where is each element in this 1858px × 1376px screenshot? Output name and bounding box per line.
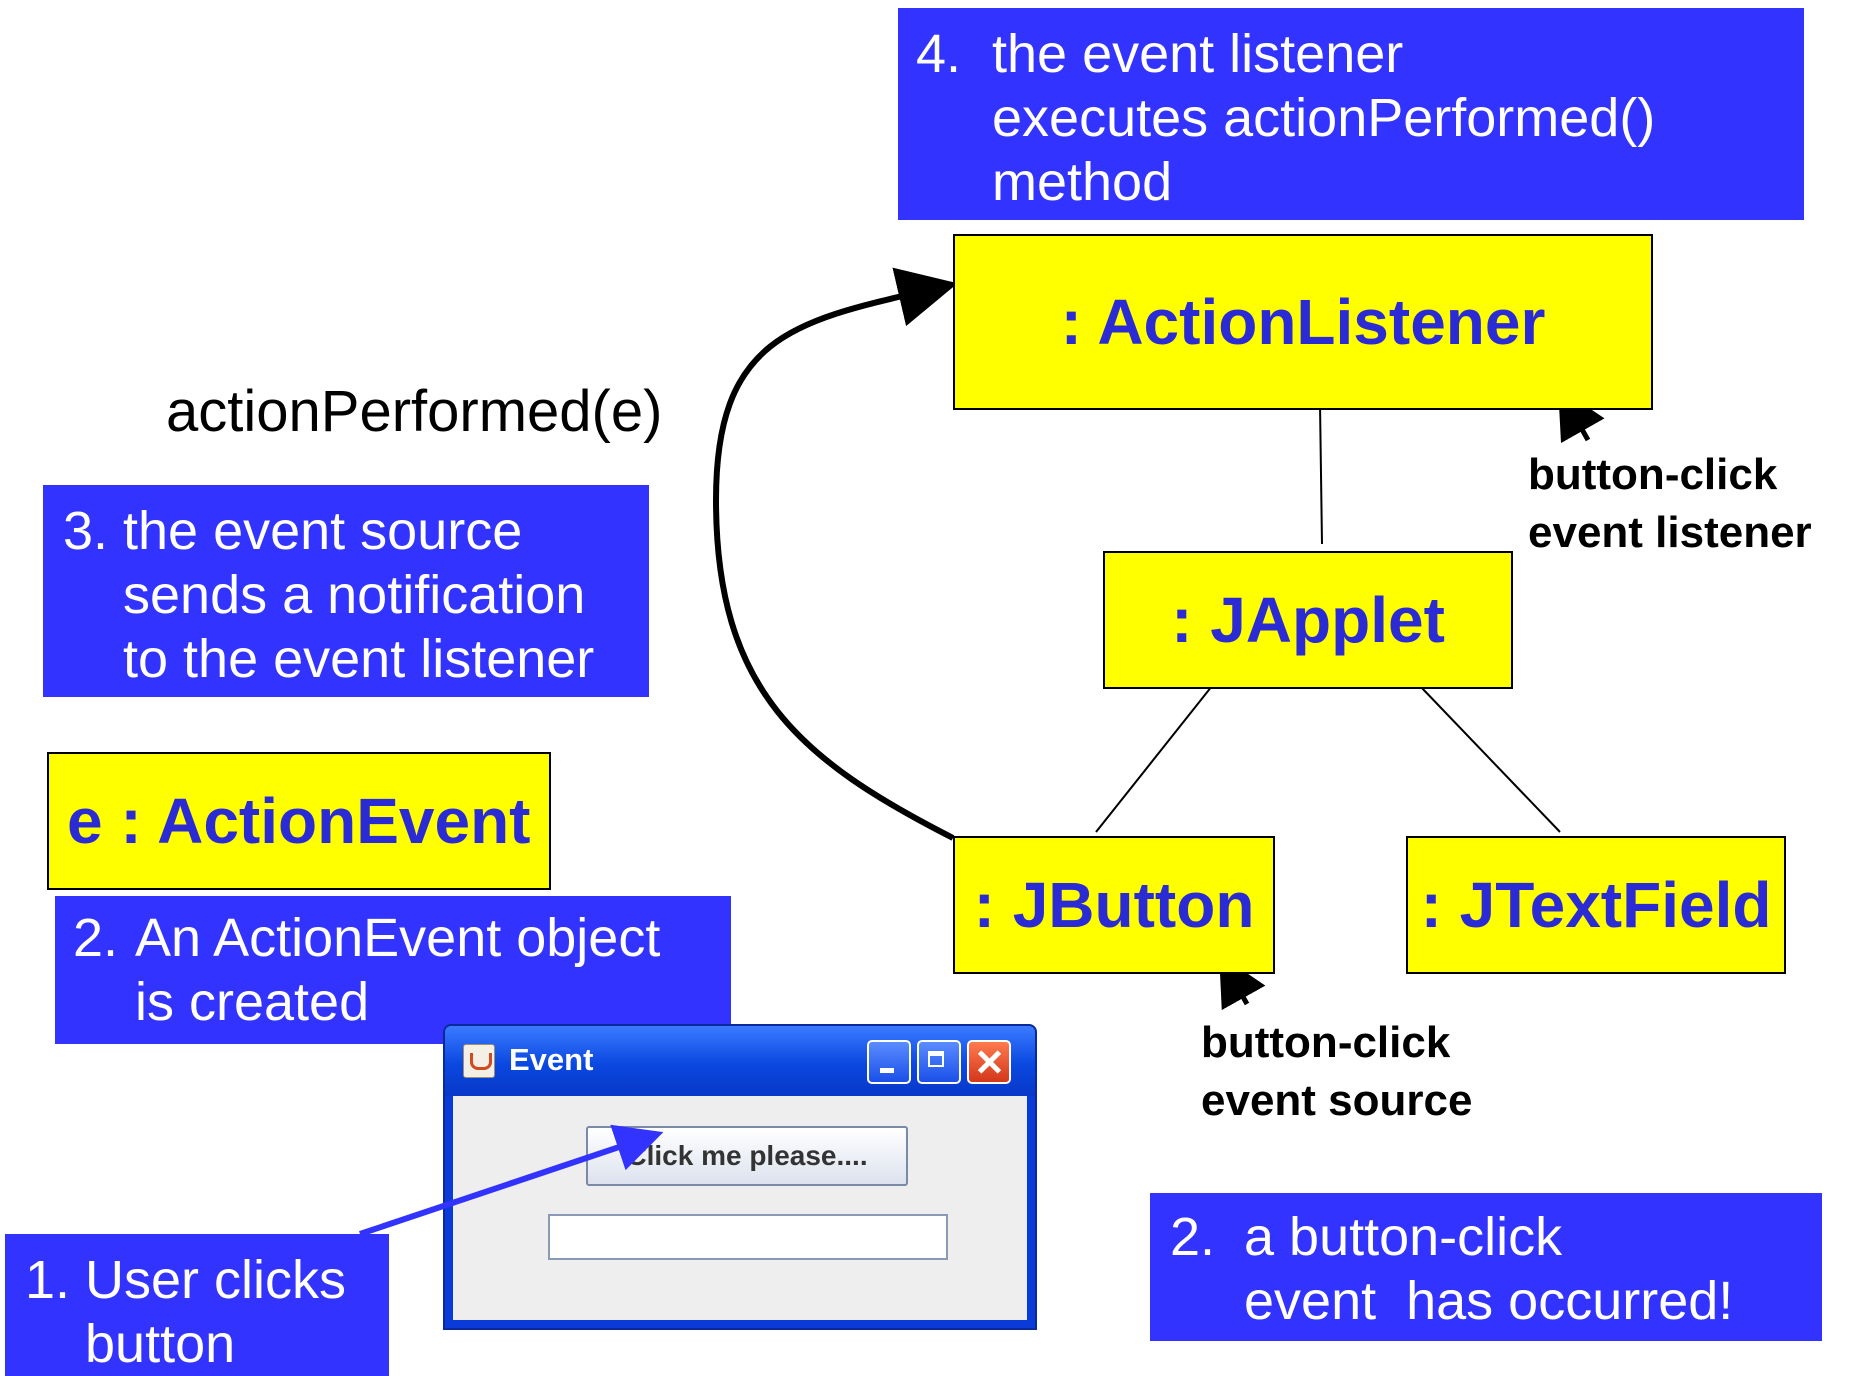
action-event-object: e : ActionEvent [47, 752, 551, 890]
listener-caption: button-click event listener [1528, 446, 1812, 562]
step4-line2: executes actionPerformed() [992, 88, 1656, 148]
listener-caption-line1: button-click [1528, 450, 1778, 499]
step3-number: 3. [63, 501, 109, 561]
window-title: Event [509, 1042, 594, 1077]
step1-line2: button [85, 1314, 236, 1374]
link-listener-applet [1319, 403, 1323, 545]
step4-line3: method [992, 152, 1173, 212]
action-listener-object: : ActionListener [953, 234, 1653, 410]
close-icon[interactable] [967, 1040, 1011, 1084]
minimize-icon[interactable] [867, 1040, 911, 1084]
action-event-label: e : ActionEvent [67, 785, 531, 857]
step2-click-line1-row: 2. a button-click [1170, 1205, 1822, 1269]
jtextfield-label: : JTextField [1420, 869, 1772, 941]
text-field[interactable] [548, 1214, 948, 1260]
window-titlebar[interactable]: Event [445, 1026, 1035, 1096]
step1-line1-row: 1.User clicks [25, 1248, 389, 1312]
step2-click-box: 2. a button-click event has occurred! [1150, 1193, 1822, 1341]
source-caption-line1: button-click [1201, 1018, 1451, 1067]
step1-line1: User clicks [85, 1250, 347, 1310]
step2-click-number: 2. [1170, 1207, 1216, 1267]
action-performed-arrow [712, 267, 958, 841]
japplet-label: : JApplet [1171, 584, 1445, 656]
step4-line1: the event listener [992, 24, 1404, 84]
step3-box: 3.the event source sends a notification … [43, 485, 649, 697]
maximize-icon[interactable] [917, 1040, 961, 1084]
step4-box: 4. the event listener executes actionPerf… [898, 8, 1804, 220]
step2-event-box: 2. An ActionEvent object is created [55, 896, 731, 1044]
window-client-area: Click me please.... [453, 1096, 1027, 1320]
method-call-label: actionPerformed(e) [166, 379, 663, 444]
action-listener-label: : ActionListener [1060, 286, 1546, 358]
step2-click-line2: event has occurred! [1244, 1271, 1734, 1331]
step3-line1-row: 3.the event source [63, 499, 649, 563]
java-cup-icon [463, 1044, 495, 1078]
step2-event-number: 2. [73, 908, 119, 968]
jbutton-label: : JButton [973, 869, 1255, 941]
jtextfield-object: : JTextField [1406, 836, 1786, 974]
step4-line1-row: 4. the event listener [916, 22, 1804, 86]
japplet-object: : JApplet [1103, 551, 1513, 689]
step3-line2: sends a notification [123, 565, 586, 625]
step3-line1: the event source [123, 501, 523, 561]
listener-caption-line2: event listener [1528, 508, 1812, 557]
jbutton-object: : JButton [953, 836, 1275, 974]
source-caption-line2: event source [1201, 1076, 1473, 1125]
step2-click-line1: a button-click [1244, 1207, 1563, 1267]
link-applet-jbutton [1095, 685, 1213, 833]
step2-event-line2: is created [135, 972, 370, 1032]
step1-box: 1.User clicks button [5, 1234, 389, 1376]
event-window: Event Click me please.... [443, 1024, 1037, 1330]
step3-line3: to the event listener [123, 629, 595, 689]
source-caption: button-click event source [1201, 1014, 1472, 1130]
link-applet-jtextfield [1419, 685, 1561, 833]
step2-event-line1: An ActionEvent object [135, 908, 661, 968]
step4-number: 4. [916, 24, 962, 84]
step1-number: 1. [25, 1250, 71, 1310]
user-click-arrow [359, 1124, 664, 1237]
step2-event-line1-row: 2. An ActionEvent object [73, 906, 731, 970]
